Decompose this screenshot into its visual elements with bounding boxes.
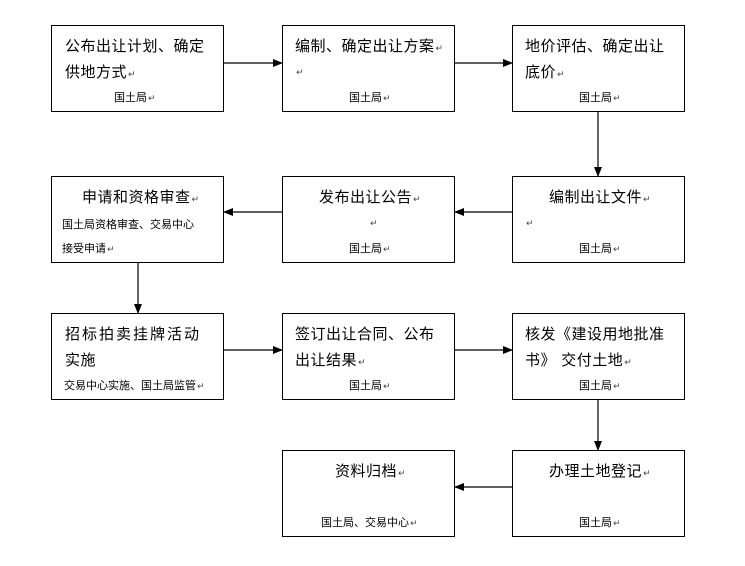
paragraph-mark: ↵ <box>624 358 633 368</box>
paragraph-mark: ↵ <box>643 469 652 479</box>
paragraph-mark: ↵ <box>383 94 391 104</box>
paragraph-mark: ↵ <box>398 469 407 479</box>
paragraph-mark: ↵ <box>197 382 205 392</box>
step-title-line1: 编制出让文件 <box>549 188 643 206</box>
step-title-line2: 实施 <box>65 351 97 369</box>
step-box-issue-approval: 核发《建设用地批准 书》 交付土地↵ 国土局↵ <box>512 313 685 400</box>
step-title-line1: 资料归档 <box>335 462 398 480</box>
step-title-line2: 底价 <box>525 63 557 81</box>
step-box-archive-records: 资料归档↵ 国土局、交易中心↵ <box>282 450 455 537</box>
step-note-line2: 接受申请 <box>62 242 106 255</box>
step-agency: 国土局 <box>579 379 612 392</box>
step-title-line1: 核发《建设用地批准 <box>525 325 665 343</box>
paragraph-mark: ↵ <box>643 195 652 205</box>
paragraph-mark: ↵ <box>557 70 566 80</box>
step-box-land-valuation: 地价评估、确定出让 底价↵ 国土局↵ <box>512 25 685 112</box>
step-title-line1: 签订出让合同、公布 <box>295 325 435 343</box>
step-title-line1: 招标拍卖挂牌活动 <box>65 325 202 343</box>
step-agency: 国土局 <box>579 91 612 104</box>
step-agency: 国土局 <box>579 242 612 255</box>
step-note-line1: 交易中心实施、国土局监管 <box>64 379 196 392</box>
step-title-line2: 出让结果 <box>295 351 358 369</box>
paragraph-mark: ↵ <box>296 68 305 78</box>
paragraph-mark: ↵ <box>613 245 621 255</box>
paragraph-mark: ↵ <box>148 94 156 104</box>
step-box-land-registration: 办理土地登记↵ 国土局↵ <box>512 450 685 537</box>
paragraph-mark: ↵ <box>526 219 535 229</box>
step-box-bidding-auction: 招标拍卖挂牌活动 实施 交易中心实施、国土局监管↵ <box>51 313 224 400</box>
step-box-prepare-documents: 编制出让文件↵ ↵ 国土局↵ <box>512 176 685 263</box>
paragraph-mark: ↵ <box>613 519 621 529</box>
paragraph-mark: ↵ <box>191 195 200 205</box>
step-agency: 国土局 <box>349 379 382 392</box>
step-title-line2: 供地方式 <box>65 63 128 81</box>
step-agency: 国土局 <box>349 91 382 104</box>
paragraph-mark: ↵ <box>383 245 391 255</box>
step-title-line1: 编制、确定出让方案 <box>295 37 435 55</box>
step-title-line1: 申请和资格审查 <box>82 188 191 206</box>
paragraph-mark: ↵ <box>613 94 621 104</box>
step-title-line1: 公布出让计划、确定 <box>65 37 205 55</box>
step-title-line1: 办理土地登记 <box>549 462 643 480</box>
paragraph-mark: ↵ <box>128 70 137 80</box>
paragraph-mark: ↵ <box>107 245 115 255</box>
step-title-line2: 书》 交付土地 <box>525 351 624 369</box>
paragraph-mark: ↵ <box>383 382 391 392</box>
step-agency: 国土局 <box>114 91 147 104</box>
paragraph-mark: ↵ <box>370 219 379 229</box>
paragraph-mark: ↵ <box>435 44 444 54</box>
paragraph-mark: ↵ <box>413 195 422 205</box>
paragraph-mark: ↵ <box>613 382 621 392</box>
paragraph-mark: ↵ <box>410 519 418 529</box>
step-agency: 国土局 <box>579 516 612 529</box>
step-title-line1: 地价评估、确定出让 <box>525 37 665 55</box>
step-box-application-review: 申请和资格审查↵ 国土局资格审查、交易中心 接受申请↵ <box>51 176 224 263</box>
step-note-line1: 国土局资格审查、交易中心 <box>62 218 194 231</box>
paragraph-mark: ↵ <box>358 358 367 368</box>
step-box-sign-contract: 签订出让合同、公布 出让结果↵ 国土局↵ <box>282 313 455 400</box>
step-title-line1: 发布出让公告 <box>319 188 413 206</box>
step-box-publish-plan: 公布出让计划、确定 供地方式↵ 国土局↵ <box>51 25 224 112</box>
step-agency: 国土局、交易中心 <box>321 516 409 529</box>
step-box-publish-announcement: 发布出让公告↵ ↵ 国土局↵ <box>282 176 455 263</box>
step-box-prepare-plan: 编制、确定出让方案↵ ↵ 国土局↵ <box>282 25 455 112</box>
step-agency: 国土局 <box>349 242 382 255</box>
